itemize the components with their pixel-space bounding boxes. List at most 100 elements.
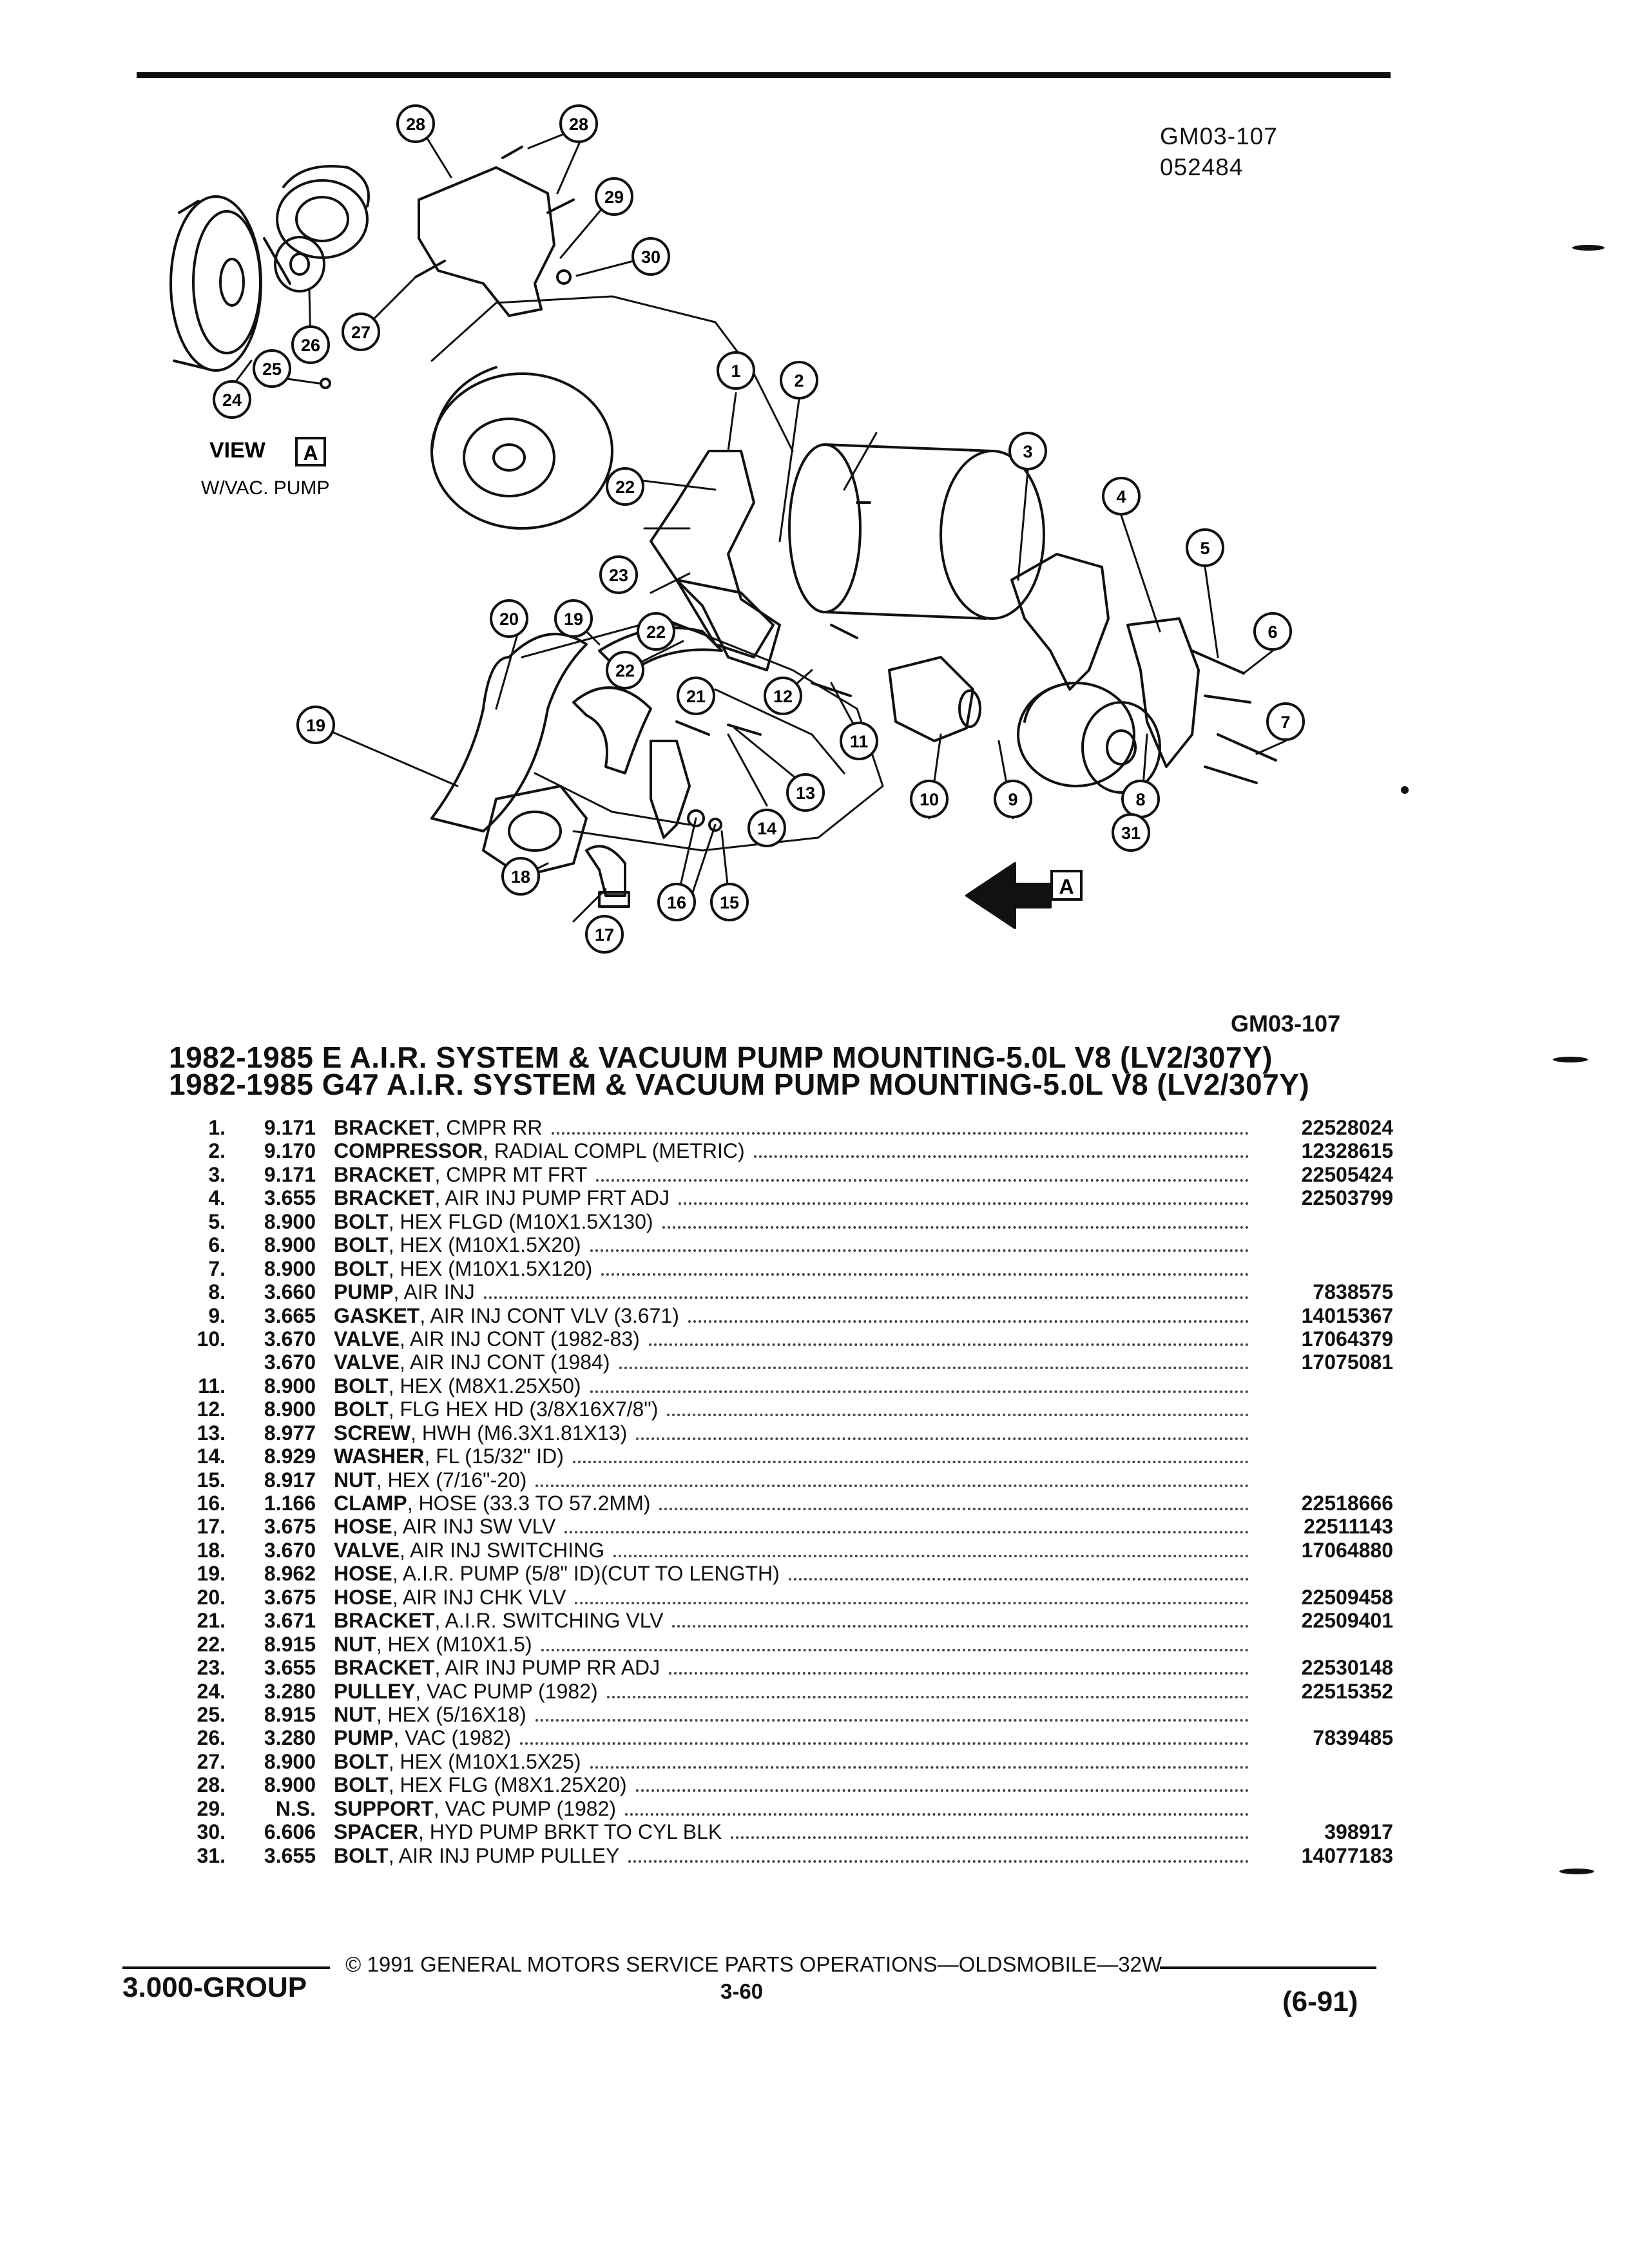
part-detail: , A.I.R. PUMP (5/8" ID)(CUT TO LENGTH) bbox=[392, 1562, 780, 1586]
callout-22: 22 bbox=[606, 467, 644, 506]
leader-dots bbox=[535, 1484, 1249, 1487]
part-name: PUMP bbox=[334, 1280, 394, 1304]
part-index: 6. bbox=[208, 1233, 226, 1257]
view-a-label: VIEW A W/VAC. PUMP bbox=[201, 437, 329, 499]
part-description: VALVE, AIR INJ SWITCHING bbox=[334, 1539, 604, 1562]
leader-dots bbox=[590, 1249, 1249, 1253]
callout-number: 17 bbox=[595, 925, 614, 945]
part-name: COMPRESSOR bbox=[334, 1139, 483, 1163]
callout-15: 15 bbox=[710, 883, 749, 921]
part-index: 25. bbox=[197, 1702, 226, 1726]
part-group: 8.900 bbox=[264, 1233, 316, 1257]
part-detail: , AIR INJ SW VLV bbox=[392, 1515, 556, 1539]
part-index: 2. bbox=[208, 1139, 226, 1163]
leader-dots bbox=[628, 1860, 1249, 1863]
part-number: 17075081 bbox=[1301, 1350, 1393, 1374]
scan-mark bbox=[1572, 245, 1605, 251]
part-index: 16. bbox=[197, 1492, 226, 1515]
callout-number: 12 bbox=[773, 687, 793, 706]
part-detail: , AIR INJ CHK VLV bbox=[392, 1585, 566, 1609]
part-number: 398917 bbox=[1324, 1820, 1393, 1844]
leader-dots bbox=[635, 1789, 1249, 1792]
part-description: SCREW, HWH (M6.3X1.81X13) bbox=[334, 1421, 627, 1445]
leader-dots bbox=[788, 1577, 1249, 1581]
air-inj-control-valve bbox=[888, 656, 981, 742]
alternator bbox=[430, 366, 613, 530]
section-title: 1982-1985 E A.I.R. SYSTEM & VACUUM PUMP … bbox=[169, 1041, 1273, 1074]
part-detail: , VAC (1982) bbox=[393, 1726, 512, 1750]
part-number: 17064880 bbox=[1301, 1538, 1393, 1562]
leader-dots bbox=[619, 1366, 1249, 1370]
callout-number: 23 bbox=[609, 566, 628, 585]
part-detail: , HEX (M10X1.5X120) bbox=[388, 1256, 593, 1280]
footer-rule-left bbox=[122, 1966, 330, 1969]
part-number: 7839485 bbox=[1313, 1726, 1393, 1750]
header-ref: GM03-107 052484 bbox=[1160, 121, 1278, 183]
part-number: 12328615 bbox=[1301, 1139, 1393, 1163]
part-detail: , HYD PUMP BRKT TO CYL BLK bbox=[418, 1820, 722, 1844]
part-index: 15. bbox=[197, 1468, 226, 1492]
bolt bbox=[675, 720, 710, 736]
part-group: 8.900 bbox=[264, 1374, 316, 1398]
bolt bbox=[1204, 765, 1258, 784]
exploded-parts-diagram: 1234567891011121314151617181919202122222… bbox=[169, 104, 1305, 954]
leader-dots bbox=[753, 1155, 1249, 1158]
part-detail: , A.I.R. SWITCHING VLV bbox=[434, 1609, 664, 1633]
callout-number: 28 bbox=[406, 115, 425, 134]
part-name: BRACKET bbox=[334, 1116, 435, 1139]
part-detail: , AIR INJ CONT VLV (3.671) bbox=[419, 1303, 679, 1327]
part-group: 3.670 bbox=[264, 1327, 316, 1350]
part-description: HOSE, A.I.R. PUMP (5/8" ID)(CUT TO LENGT… bbox=[334, 1562, 780, 1585]
part-group: 8.929 bbox=[264, 1445, 316, 1468]
part-group: 3.655 bbox=[264, 1656, 316, 1680]
callout-number: 11 bbox=[850, 732, 869, 751]
part-description: BOLT, HEX (M10X1.5X25) bbox=[334, 1750, 581, 1773]
part-detail: , AIR INJ PUMP FRT ADJ bbox=[434, 1186, 670, 1210]
vacuum-pump bbox=[263, 165, 370, 293]
callout-number: 27 bbox=[351, 323, 371, 342]
part-detail: , CMPR RR bbox=[434, 1116, 543, 1139]
callout-3: 3 bbox=[1008, 432, 1047, 470]
part-name: BOLT bbox=[334, 1209, 389, 1233]
part-name: WASHER bbox=[334, 1445, 425, 1468]
part-description: SUPPORT, VAC PUMP (1982) bbox=[334, 1797, 616, 1820]
part-number: 22515352 bbox=[1301, 1679, 1393, 1703]
arrow-letter: A bbox=[1059, 875, 1074, 898]
part-group: N.S. bbox=[275, 1796, 316, 1820]
callout-16: 16 bbox=[657, 883, 696, 921]
callout-1: 1 bbox=[717, 351, 755, 390]
part-index: 27. bbox=[197, 1749, 226, 1773]
callout-18: 18 bbox=[501, 857, 540, 896]
part-description: PULLEY, VAC PUMP (1982) bbox=[334, 1680, 598, 1703]
part-number: 7838575 bbox=[1313, 1280, 1393, 1304]
leader-dots bbox=[662, 1225, 1249, 1229]
scan-mark bbox=[1401, 786, 1409, 794]
diagram-ref-code: GM03-107 bbox=[1231, 1010, 1341, 1037]
part-index: 4. bbox=[208, 1186, 226, 1210]
leader-dots bbox=[669, 1671, 1249, 1675]
callout-7: 7 bbox=[1266, 702, 1305, 741]
callout-number: 13 bbox=[796, 783, 815, 803]
part-name: HOSE bbox=[334, 1562, 392, 1586]
part-group: 3.671 bbox=[264, 1609, 316, 1633]
callout-12: 12 bbox=[764, 677, 802, 715]
ref-code: GM03-107 bbox=[1160, 123, 1278, 149]
part-group: 3.675 bbox=[264, 1515, 316, 1539]
callout-4: 4 bbox=[1102, 477, 1141, 515]
part-index: 13. bbox=[197, 1421, 226, 1445]
callout-number: 18 bbox=[511, 867, 530, 887]
part-index: 20. bbox=[197, 1585, 226, 1609]
callout-number: 1 bbox=[731, 361, 740, 381]
air-pump-hose bbox=[430, 633, 588, 832]
